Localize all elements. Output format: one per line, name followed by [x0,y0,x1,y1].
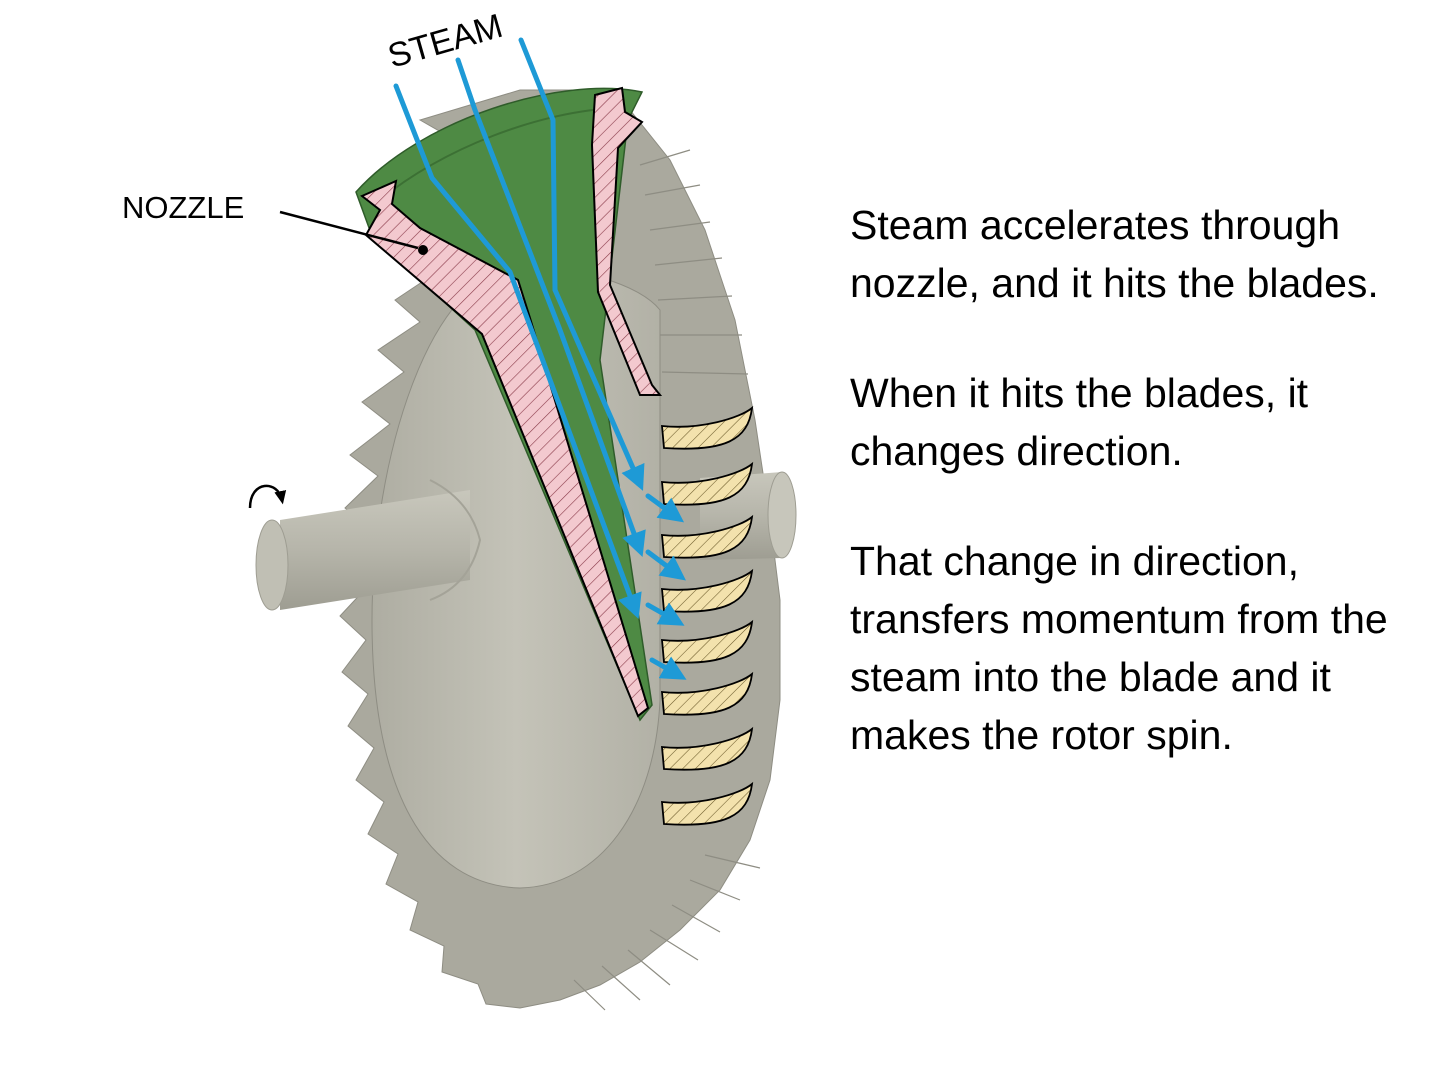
blade-section [661,405,754,450]
nozzle-leader-dot [418,245,428,255]
explanation-paragraph-1: Steam accelerates through nozzle, and it… [850,202,1379,306]
explanation-panel: Steam accelerates through nozzle, and it… [850,196,1435,764]
blade-section [661,514,754,559]
steam-line [393,83,642,620]
steam-label: STEAM [384,7,507,76]
blade-section [661,619,754,664]
blade-section [661,781,754,826]
nozzle-wall-section-right [590,86,663,396]
blade-section [661,726,754,771]
steam-deflection-arrow [645,493,685,523]
nozzle-label: NOZZLE [122,190,244,225]
shaft-left [255,479,482,611]
nozzle-leader-line [279,210,419,250]
steam-deflection-arrow [645,549,686,581]
nozzle-wall-section-left [360,179,650,718]
steam-line [455,57,646,558]
blade-section [661,568,754,613]
blade-section [661,671,754,716]
steam-deflection-arrow [645,602,685,626]
steam-line [518,37,645,491]
steam-flow [393,37,687,680]
explanation-paragraph-3: That change in direction, transfers mome… [850,538,1388,758]
explanation-paragraph-2: When it hits the blades, it changes dire… [850,370,1309,474]
rotation-arrow-icon [248,484,287,509]
blade-sections [661,405,754,826]
steam-deflection-arrow [649,656,687,680]
blade-section [661,461,754,506]
